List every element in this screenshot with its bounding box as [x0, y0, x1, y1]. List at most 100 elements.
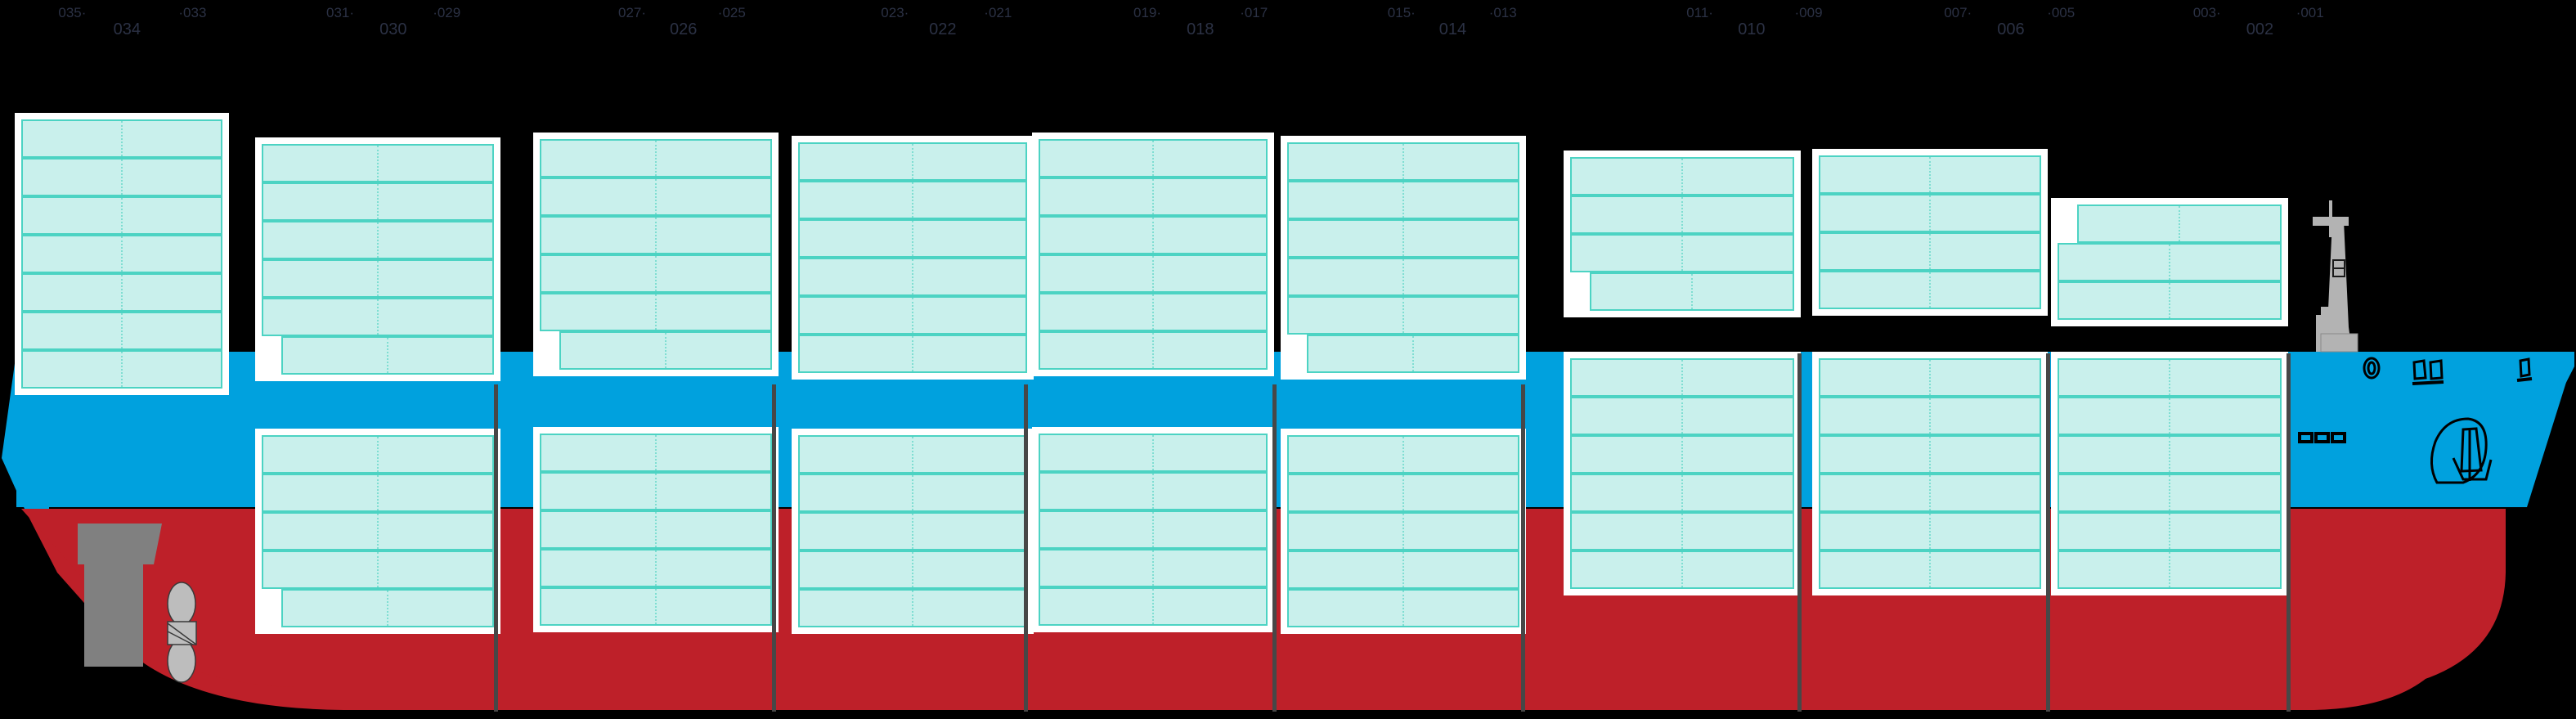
container-cell[interactable] [1570, 234, 1794, 272]
container-cell[interactable] [1039, 472, 1268, 510]
container-cell[interactable] [1287, 550, 1519, 589]
container-cell[interactable] [798, 512, 1027, 550]
container-cell[interactable] [262, 144, 494, 182]
container-cell[interactable] [798, 335, 1027, 373]
container-cell[interactable] [1819, 512, 2041, 550]
container-cell[interactable] [1570, 195, 1794, 234]
container-cell[interactable] [540, 254, 772, 293]
container-cell[interactable] [1819, 397, 2041, 435]
container-cell[interactable] [2058, 435, 2282, 474]
container-cell[interactable] [1287, 589, 1519, 627]
propeller-blade-lower [167, 639, 196, 683]
container-cell[interactable] [2077, 204, 2282, 243]
container-cell[interactable] [798, 219, 1027, 258]
container-cell[interactable] [2058, 358, 2282, 397]
container-cell[interactable] [1287, 435, 1519, 474]
container-cell[interactable] [559, 331, 772, 370]
container-cell[interactable] [2058, 550, 2282, 589]
container-cell[interactable] [1039, 293, 1268, 331]
container-cell[interactable] [798, 296, 1027, 335]
container-cell[interactable] [1590, 272, 1794, 311]
container-cell[interactable] [540, 293, 772, 331]
bay-label-odd-3: ·029 [433, 5, 461, 20]
container-cell[interactable] [21, 312, 222, 350]
container-cell[interactable] [798, 474, 1027, 512]
container-cell[interactable] [1819, 435, 2041, 474]
container-cell[interactable] [1570, 550, 1794, 589]
container-cell[interactable] [1570, 512, 1794, 550]
container-cell[interactable] [281, 336, 494, 375]
container-cell[interactable] [2058, 397, 2282, 435]
container-cell[interactable] [1039, 549, 1268, 587]
container-cell[interactable] [1287, 512, 1519, 550]
container-cell[interactable] [1039, 331, 1268, 370]
container-cell[interactable] [1819, 155, 2041, 194]
container-cell[interactable] [1039, 510, 1268, 549]
container-cell[interactable] [1570, 397, 1794, 435]
container-cell[interactable] [1287, 258, 1519, 296]
container-cell[interactable] [1039, 216, 1268, 254]
container-cell[interactable] [21, 350, 222, 389]
container-cell[interactable] [2058, 243, 2282, 281]
container-cell[interactable] [2058, 474, 2282, 512]
container-cell[interactable] [1307, 335, 1519, 373]
container-cell[interactable] [798, 142, 1027, 181]
container-cell[interactable] [1287, 474, 1519, 512]
container-cell[interactable] [1287, 296, 1519, 335]
container-cell[interactable] [540, 510, 772, 549]
container-cell[interactable] [540, 549, 772, 587]
container-cell[interactable] [262, 182, 494, 221]
container-cell[interactable] [1039, 139, 1268, 178]
container-cell[interactable] [798, 589, 1027, 627]
container-cell[interactable] [1039, 587, 1268, 626]
container-cell[interactable] [798, 181, 1027, 219]
container-cell[interactable] [262, 512, 494, 550]
container-cell[interactable] [1570, 435, 1794, 474]
container-cell[interactable] [1819, 232, 2041, 271]
container-cell[interactable] [1570, 358, 1794, 397]
container-cell[interactable] [21, 273, 222, 312]
container-cell[interactable] [798, 258, 1027, 296]
container-cell[interactable] [540, 434, 772, 472]
bay-label-even-3: 022 [929, 20, 957, 38]
container-cell[interactable] [1287, 219, 1519, 258]
container-cell[interactable] [540, 178, 772, 216]
container-cell[interactable] [2058, 281, 2282, 320]
container-cell[interactable] [1819, 358, 2041, 397]
container-cell[interactable] [262, 435, 494, 474]
container-cell[interactable] [1570, 157, 1794, 195]
bay-007-006-005-above-deck-stack [1812, 149, 2048, 316]
container-cell[interactable] [281, 589, 494, 627]
container-cell[interactable] [21, 196, 222, 235]
bay-label-odd-13: ·009 [1794, 5, 1823, 20]
bay-019-018-017-below-deck-stack [1032, 427, 1274, 632]
container-cell[interactable] [1287, 181, 1519, 219]
container-cell[interactable] [798, 435, 1027, 474]
bay-label-odd-2: 031· [326, 5, 355, 20]
container-cell[interactable] [798, 550, 1027, 589]
container-cell[interactable] [262, 550, 494, 589]
container-cell[interactable] [262, 298, 494, 336]
bay-label-odd-6: 023· [881, 5, 909, 20]
container-cell[interactable] [21, 158, 222, 196]
container-cell[interactable] [21, 119, 222, 158]
container-cell[interactable] [1819, 271, 2041, 309]
container-cell[interactable] [21, 235, 222, 273]
container-cell[interactable] [1039, 254, 1268, 293]
container-cell[interactable] [262, 221, 494, 259]
container-cell[interactable] [1287, 142, 1519, 181]
bow-window-left [2412, 359, 2427, 380]
container-cell[interactable] [540, 587, 772, 626]
container-cell[interactable] [1570, 474, 1794, 512]
container-cell[interactable] [2058, 512, 2282, 550]
container-cell[interactable] [1039, 178, 1268, 216]
container-cell[interactable] [1819, 474, 2041, 512]
container-cell[interactable] [540, 472, 772, 510]
container-cell[interactable] [540, 139, 772, 178]
container-cell[interactable] [262, 474, 494, 512]
container-cell[interactable] [1819, 194, 2041, 232]
container-cell[interactable] [540, 216, 772, 254]
container-cell[interactable] [1819, 550, 2041, 589]
container-cell[interactable] [1039, 434, 1268, 472]
container-cell[interactable] [262, 259, 494, 298]
